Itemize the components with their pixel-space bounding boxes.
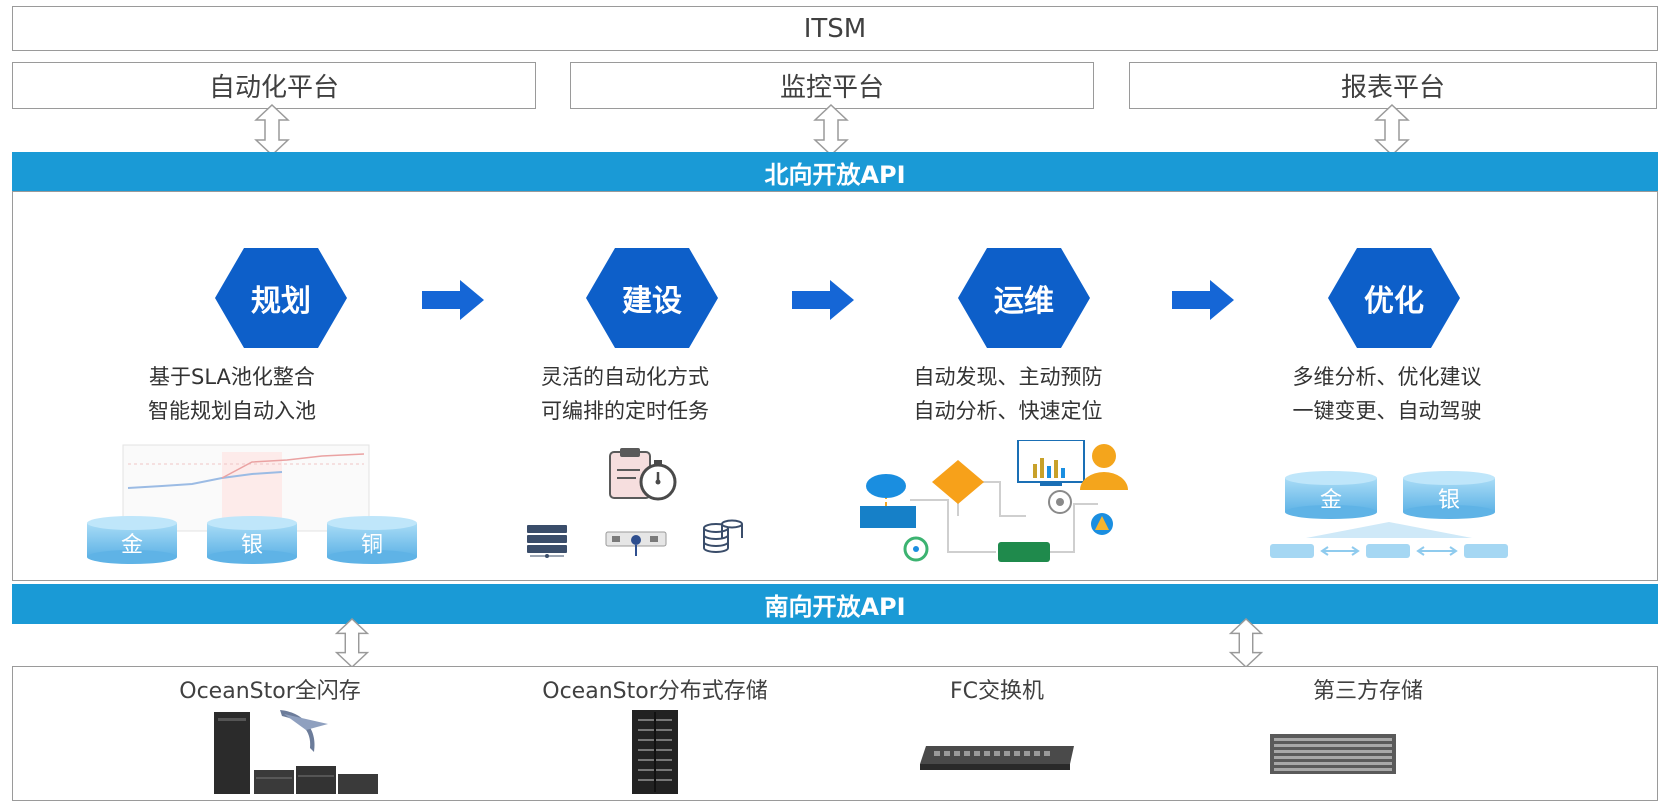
silver-tier-disk-icon — [1403, 471, 1495, 519]
clipboard-stopwatch-icon — [609, 448, 677, 501]
description-line: 基于SLA池化整合 — [149, 365, 315, 389]
stage-description-optimize: 多维分析、优化建议 一键变更、自动驾驶 — [1257, 360, 1517, 428]
stage-label-operate: 运维 — [994, 284, 1054, 319]
double-arrow-icon — [1374, 104, 1410, 156]
stage-hexagon — [586, 248, 718, 348]
copper-tier-disk-icon — [327, 516, 417, 564]
double-arrow-icon — [254, 104, 290, 156]
itsm-box: ITSM — [12, 6, 1658, 51]
stage-hexagon — [1328, 248, 1460, 348]
double-arrow-icon — [1228, 618, 1264, 668]
server-rack-icon — [527, 525, 567, 558]
automation-platform-label: 自动化平台 — [208, 73, 339, 103]
description-line: 可编排的定时任务 — [541, 399, 709, 423]
south-api-label: 南向开放API — [764, 592, 906, 621]
description-line: 智能规划自动入池 — [148, 399, 316, 423]
itsm-label: ITSM — [803, 13, 867, 44]
stage-hexagon — [215, 248, 347, 348]
automation-platform-box: 自动化平台 — [12, 62, 536, 109]
report-platform-box: 报表平台 — [1129, 62, 1657, 109]
double-arrow-icon — [813, 104, 849, 156]
description-line: 自动分析、快速定位 — [913, 399, 1103, 423]
report-platform-label: 报表平台 — [1340, 73, 1445, 103]
fc-switch-icon — [920, 746, 1074, 770]
device-label-all-flash: OceanStor全闪存 — [179, 679, 361, 704]
silver-tier-label: 银 — [1437, 488, 1460, 513]
stage-label-plan: 规划 — [251, 284, 311, 319]
device-label-third-party: 第三方存储 — [1312, 679, 1423, 704]
gold-tier-label: 金 — [1319, 488, 1342, 513]
third-party-storage-icon — [1270, 734, 1396, 774]
stage-description-build: 灵活的自动化方式 可编排的定时任务 — [495, 360, 755, 428]
all-flash-storage-icon — [214, 710, 378, 794]
stage-label-optimize: 优化 — [1364, 284, 1424, 319]
gold-tier-disk-icon — [87, 516, 177, 564]
database-stack-icon — [703, 519, 743, 553]
distributed-storage-icon — [632, 710, 678, 794]
monitoring-platform-label: 监控平台 — [779, 73, 884, 103]
workflow-diagram-illustration — [860, 440, 1128, 562]
stage-hexagon — [958, 248, 1090, 348]
double-arrow-icon — [334, 618, 370, 668]
copper-tier-label: 铜 — [360, 533, 383, 558]
flow-arrow-icon — [1172, 280, 1234, 320]
description-line: 灵活的自动化方式 — [541, 365, 709, 389]
description-line: 多维分析、优化建议 — [1292, 365, 1482, 389]
north-api-label: 北向开放API — [764, 160, 906, 189]
description-line: 一键变更、自动驾驶 — [1292, 399, 1482, 423]
stage-label-build: 建设 — [622, 284, 682, 319]
flow-arrow-icon — [422, 280, 484, 320]
south-api-band: 南向开放API — [12, 584, 1658, 624]
gold-tier-label: 金 — [120, 533, 143, 558]
silver-tier-label: 银 — [240, 533, 263, 558]
stage-description-operate: 自动发现、主动预防 自动分析、快速定位 — [878, 360, 1138, 428]
monitoring-platform-box: 监控平台 — [570, 62, 1094, 109]
silver-tier-disk-icon — [207, 516, 297, 564]
device-label-distributed: OceanStor分布式存储 — [542, 679, 768, 704]
north-api-band: 北向开放API — [12, 152, 1658, 192]
network-switch-icon — [605, 531, 667, 556]
description-line: 自动发现、主动预防 — [913, 365, 1103, 389]
stage-description-plan: 基于SLA池化整合 智能规划自动入池 — [102, 360, 362, 428]
device-label-fc-switch: FC交换机 — [949, 679, 1045, 704]
tier-distribution-icon — [1270, 522, 1508, 558]
flow-arrow-icon — [792, 280, 854, 320]
gold-tier-disk-icon — [1285, 471, 1377, 519]
